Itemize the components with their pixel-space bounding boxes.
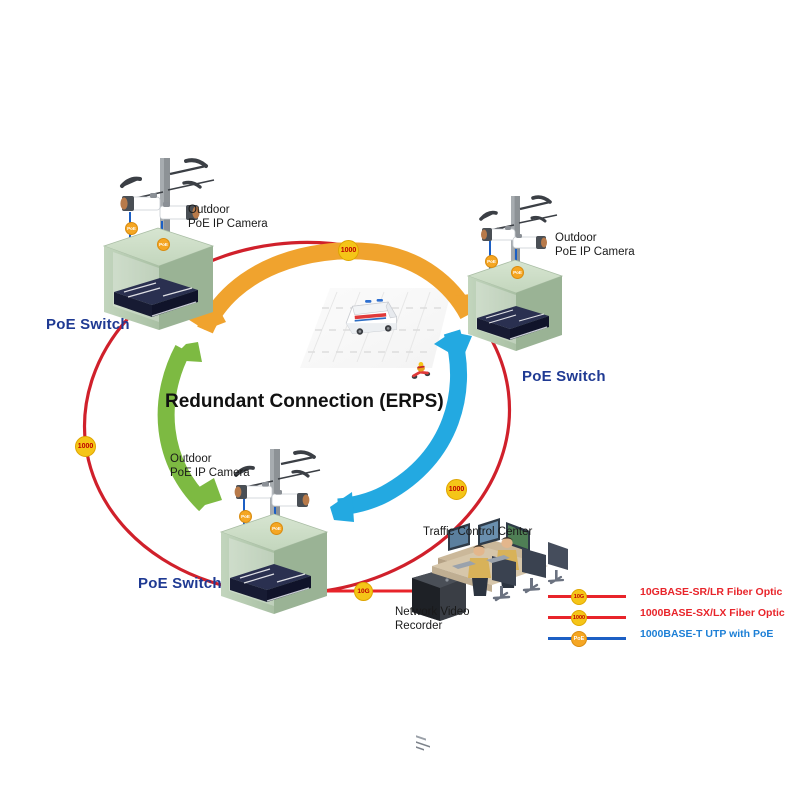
ip-camera-top-left-b: [159, 202, 200, 220]
poe-badge-b-a: PoE: [239, 510, 252, 523]
ring-badge-top: 1000: [338, 240, 359, 261]
office-chair-1: [492, 556, 516, 602]
switch-label-top-left: PoE Switch: [46, 316, 130, 333]
office-chair-2: [522, 548, 546, 594]
network-video-recorder-graphic: [412, 570, 466, 751]
center-title: Redundant Connection (ERPS): [165, 391, 444, 412]
poe-badge-tr-a: PoE: [485, 255, 498, 268]
legend-badge-1000base-t: PoE: [571, 631, 587, 647]
node-bottom: [219, 449, 329, 614]
motorcycle-graphic: [411, 362, 431, 379]
legend-line-10g: [548, 595, 626, 598]
legend-badge-10g: 10G: [571, 589, 587, 605]
poe-badge-b-b: PoE: [270, 522, 283, 535]
nvr-link-badge: 10G: [354, 582, 373, 601]
poe-badge-tr-b: PoE: [511, 266, 524, 279]
switch-label-top-right: PoE Switch: [522, 368, 606, 385]
legend-item-1000base-t: PoE 1000BASE-T UTP with PoE: [548, 628, 798, 649]
poe-switch-device-top-right: [477, 306, 549, 340]
camera-label-top-left: Outdoor PoE IP Camera: [188, 204, 268, 231]
office-chair-3: [547, 542, 568, 585]
poe-switch-device-bottom: [230, 564, 311, 602]
ip-camera-bottom-b: [271, 490, 310, 507]
poe-switch-device-top-left: [114, 278, 198, 317]
nvr-label: Network Video Recorder: [395, 606, 470, 633]
poe-badge-tl-b: PoE: [157, 238, 170, 251]
legend-item-10g: 10G 10GBASE-SR/LR Fiber Optic: [548, 586, 798, 607]
traffic-control-center-label: Traffic Control Center: [423, 526, 533, 538]
node-top-right: [466, 195, 564, 351]
traffic-arrow-blue: [330, 329, 472, 522]
ip-camera-top-right-b: [512, 234, 547, 249]
traffic-arrow-green: [157, 342, 222, 512]
legend-item-1000base-sx: 1000 1000BASE-SX/LX Fiber Optic: [548, 607, 798, 628]
ring-badge-left: 1000: [75, 436, 96, 457]
legend-line-1000base-sx: [548, 616, 626, 619]
legend-line-1000base-t: [548, 637, 626, 640]
poe-badge-tl-a: PoE: [125, 222, 138, 235]
camera-label-bottom: Outdoor PoE IP Camera: [170, 453, 250, 480]
ip-camera-bottom-a: [234, 482, 273, 499]
legend-text-1000base-t: 1000BASE-T UTP with PoE: [640, 628, 774, 640]
legend-text-10g: 10GBASE-SR/LR Fiber Optic: [640, 586, 783, 598]
ip-camera-top-left-a: [120, 193, 161, 211]
switch-label-bottom: PoE Switch: [138, 575, 222, 592]
legend-text-1000base-sx: 1000BASE-SX/LX Fiber Optic: [640, 607, 785, 619]
traffic-control-center-graphic: [432, 518, 568, 602]
legend: 10G 10GBASE-SR/LR Fiber Optic 1000 1000B…: [548, 586, 798, 649]
camera-label-top-right: Outdoor PoE IP Camera: [555, 232, 635, 259]
legend-badge-1000base-sx: 1000: [571, 610, 587, 626]
ip-camera-top-right-a: [481, 226, 516, 241]
ambulance-graphic: [345, 298, 398, 335]
ring-badge-right: 1000: [446, 479, 467, 500]
